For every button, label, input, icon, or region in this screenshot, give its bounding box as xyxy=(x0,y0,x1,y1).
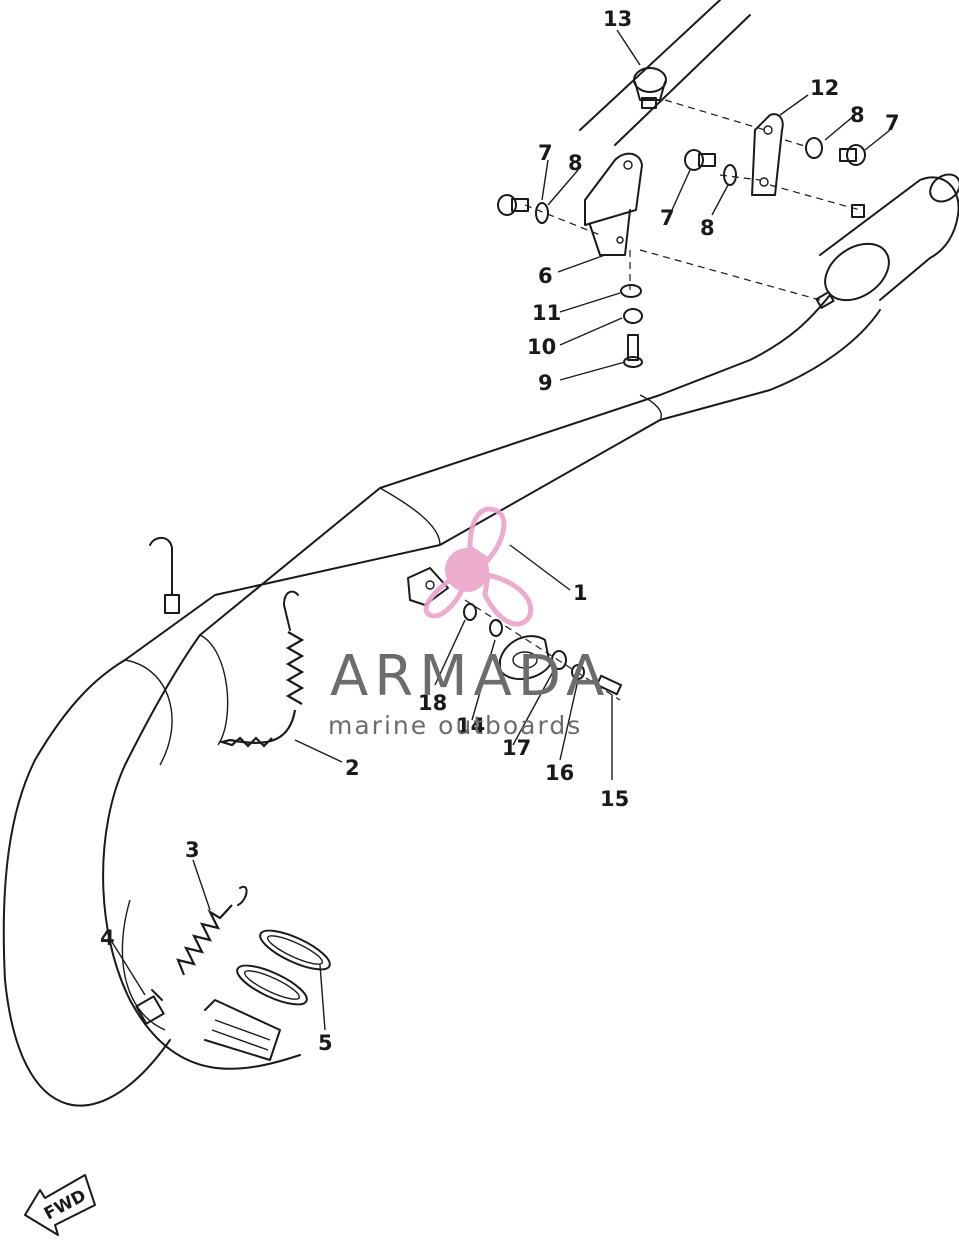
callout-1: 1 xyxy=(573,581,588,605)
watermark-tagline: marine outboards xyxy=(328,711,582,740)
assembly-lines xyxy=(464,99,861,701)
washer-18 xyxy=(463,603,477,621)
muffler-bracket xyxy=(584,152,643,256)
callout-6: 6 xyxy=(538,264,553,288)
callout-16: 16 xyxy=(545,761,574,785)
callout-18: 18 xyxy=(418,691,447,715)
watermark-brand: ARMADA xyxy=(330,644,610,709)
callout-11: 11 xyxy=(532,301,561,325)
stay-plate xyxy=(407,567,449,606)
callout-8-center: 8 xyxy=(700,216,715,240)
exhaust-spring-short xyxy=(176,885,248,976)
callout-8-left: 8 xyxy=(568,151,583,175)
frame-tube xyxy=(579,0,751,146)
washer-16 xyxy=(571,664,585,680)
bolt-left xyxy=(497,194,529,216)
bolt-right xyxy=(839,144,866,166)
armada-watermark: ARMADA marine outboards xyxy=(328,506,610,740)
callout-7-left: 7 xyxy=(538,141,553,165)
callout-7-center: 7 xyxy=(660,206,675,230)
callout-9: 9 xyxy=(538,371,553,395)
mount-bracket-14 xyxy=(499,635,551,681)
gasket-outer xyxy=(259,929,331,971)
exhaust-pipe xyxy=(2,294,881,1107)
callout-14: 14 xyxy=(456,714,485,738)
tube-clamp xyxy=(633,67,667,109)
callout-10: 10 xyxy=(527,335,556,359)
callout-12: 12 xyxy=(810,76,839,100)
callout-5: 5 xyxy=(318,1031,333,1055)
washer-extra xyxy=(489,619,503,637)
fwd-arrow-icon: FWD xyxy=(24,1174,96,1236)
bolt-center xyxy=(684,149,716,171)
callout-13: 13 xyxy=(603,7,632,31)
callout-4: 4 xyxy=(100,926,115,950)
silencer xyxy=(815,173,959,309)
flange-joint xyxy=(204,999,281,1061)
bolt-9 xyxy=(623,334,643,368)
callout-3: 3 xyxy=(185,838,200,862)
clip-4 xyxy=(135,989,165,1025)
washer-11 xyxy=(620,284,642,298)
fwd-label: FWD xyxy=(41,1186,90,1225)
callout-15: 15 xyxy=(600,787,629,811)
bracket-plate xyxy=(751,113,784,196)
nut-17 xyxy=(551,650,567,670)
propeller-logo-icon xyxy=(423,506,534,627)
washer-left xyxy=(535,202,549,224)
callout-2: 2 xyxy=(345,756,360,780)
gasket-inner xyxy=(236,964,308,1006)
callouts: 13 12 8 7 7 8 7 8 6 11 10 9 1 2 3 4 5 18… xyxy=(100,7,900,1055)
callout-8-right: 8 xyxy=(850,103,865,127)
washer-right xyxy=(805,137,823,159)
leader-lines xyxy=(111,29,891,1031)
washer-center xyxy=(723,164,737,186)
callout-17: 17 xyxy=(502,736,531,760)
exhaust-spring-long xyxy=(149,536,305,748)
bolt-15 xyxy=(595,674,623,696)
grommet-10 xyxy=(623,308,643,324)
callout-7-right: 7 xyxy=(885,111,900,135)
